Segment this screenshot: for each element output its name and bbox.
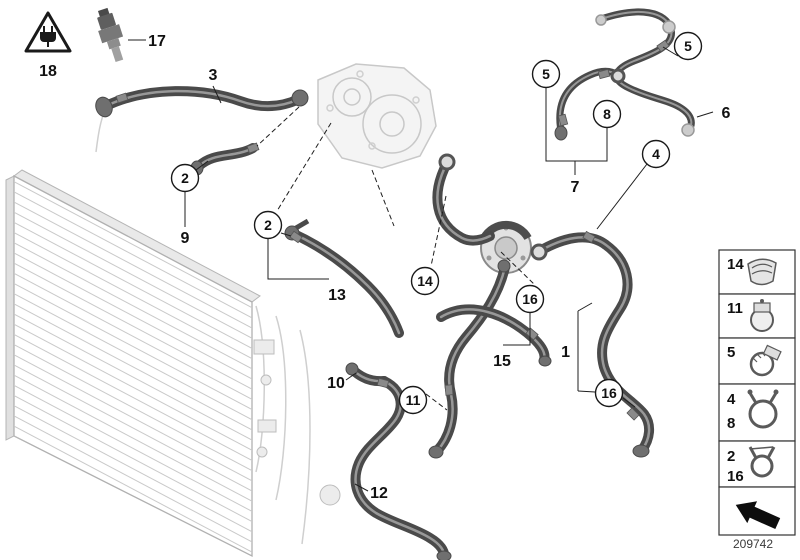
svg-text:14: 14 xyxy=(417,273,433,289)
callout-circle-2-b[interactable]: 2 xyxy=(253,210,283,240)
legend-row-2-16[interactable]: 2 16 xyxy=(718,440,796,488)
svg-text:5: 5 xyxy=(542,66,550,82)
callout-circle-14[interactable]: 14 xyxy=(410,266,440,296)
legend-row-5[interactable]: 5 xyxy=(718,337,796,385)
radiator-bracket xyxy=(253,339,275,355)
warning-triangle: 18 xyxy=(24,11,72,80)
callout-circle-2-a[interactable]: 2 xyxy=(170,163,200,193)
svg-text:2: 2 xyxy=(727,448,735,465)
spring-clamp-icon xyxy=(748,446,776,478)
svg-text:11: 11 xyxy=(406,392,421,408)
thermostat-housing xyxy=(480,220,532,274)
callout-label-6[interactable]: 6 xyxy=(722,105,731,122)
clamp-marks xyxy=(115,39,670,421)
hose-fittings xyxy=(95,14,695,560)
callout-label-1[interactable]: 1 xyxy=(561,344,570,361)
svg-text:16: 16 xyxy=(522,291,538,307)
callout-circle-16-b[interactable]: 16 xyxy=(594,378,624,408)
callout-circle-5-a[interactable]: 5 xyxy=(531,59,561,89)
svg-text:4: 4 xyxy=(727,391,736,408)
callout-label-3[interactable]: 3 xyxy=(209,67,218,84)
svg-text:4: 4 xyxy=(652,146,660,162)
legend-row-4-8[interactable]: 4 8 xyxy=(718,383,796,442)
callout-circle-8[interactable]: 8 xyxy=(592,99,622,129)
callout-label-18[interactable]: 18 xyxy=(39,63,57,80)
callout-label-17[interactable]: 17 xyxy=(148,33,166,50)
callout-label-12[interactable]: 12 xyxy=(370,485,388,502)
svg-text:16: 16 xyxy=(727,468,744,485)
coolant-sensor xyxy=(97,7,124,63)
direction-arrow-icon xyxy=(735,501,781,530)
svg-text:8: 8 xyxy=(727,415,735,432)
band-clamp-icon xyxy=(747,258,777,286)
part-number: 209742 xyxy=(733,537,773,551)
svg-text:5: 5 xyxy=(727,344,735,361)
fan-shroud-ghost xyxy=(253,305,341,545)
callout-circle-5-b[interactable]: 5 xyxy=(673,31,703,61)
svg-text:8: 8 xyxy=(603,106,611,122)
engine-water-pump-ghost xyxy=(317,63,437,169)
circled-callouts: 2 2 14 16 11 16 5 8 xyxy=(170,31,703,415)
svg-text:16: 16 xyxy=(601,385,617,401)
legend-row-arrow[interactable] xyxy=(718,486,796,536)
radiator xyxy=(5,109,261,558)
profile-clamp-icon xyxy=(750,299,774,332)
radiator-bracket xyxy=(257,419,277,433)
svg-text:14: 14 xyxy=(727,256,744,273)
callout-label-7[interactable]: 7 xyxy=(571,179,580,196)
hose-13 xyxy=(289,229,404,338)
legend-row-14[interactable]: 14 xyxy=(718,249,796,295)
callout-circle-4[interactable]: 4 xyxy=(641,139,671,169)
callout-label-9[interactable]: 9 xyxy=(181,230,190,247)
svg-text:2: 2 xyxy=(264,217,272,233)
callout-label-13[interactable]: 13 xyxy=(328,287,346,304)
callout-label-10[interactable]: 10 xyxy=(327,375,345,392)
leader-lines xyxy=(128,39,714,492)
callout-circle-16-a[interactable]: 16 xyxy=(515,284,545,314)
svg-text:5: 5 xyxy=(684,38,692,54)
plain-callouts: 17 3 9 13 10 12 15 1 7 6 xyxy=(148,33,730,502)
worm-drive-clamp-icon xyxy=(749,344,782,377)
svg-text:11: 11 xyxy=(727,300,743,317)
callout-circle-11[interactable]: 11 xyxy=(398,385,428,415)
callout-label-15[interactable]: 15 xyxy=(493,353,511,370)
svg-text:2: 2 xyxy=(181,170,189,186)
legend-row-11[interactable]: 11 xyxy=(718,293,796,339)
legend-table: 14 11 5 xyxy=(718,249,796,536)
hose-14-upper xyxy=(432,158,495,246)
spring-band-clamp-icon xyxy=(747,389,779,429)
